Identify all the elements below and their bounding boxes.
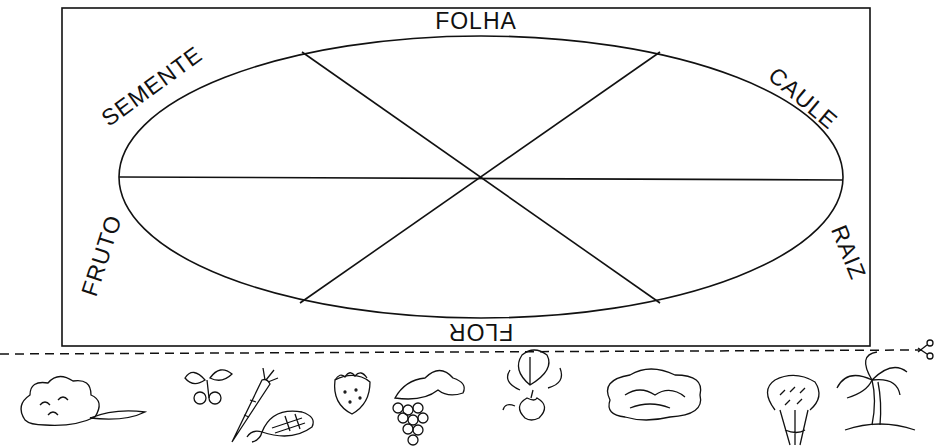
part-label: SEMENTE — [97, 42, 206, 130]
part-label: FRUTO — [78, 212, 126, 299]
part-label: CAULE — [764, 63, 841, 133]
part-label: FLOR — [448, 320, 513, 343]
part-label: RAIZ — [827, 222, 869, 283]
part-label: FOLHA — [435, 10, 517, 33]
